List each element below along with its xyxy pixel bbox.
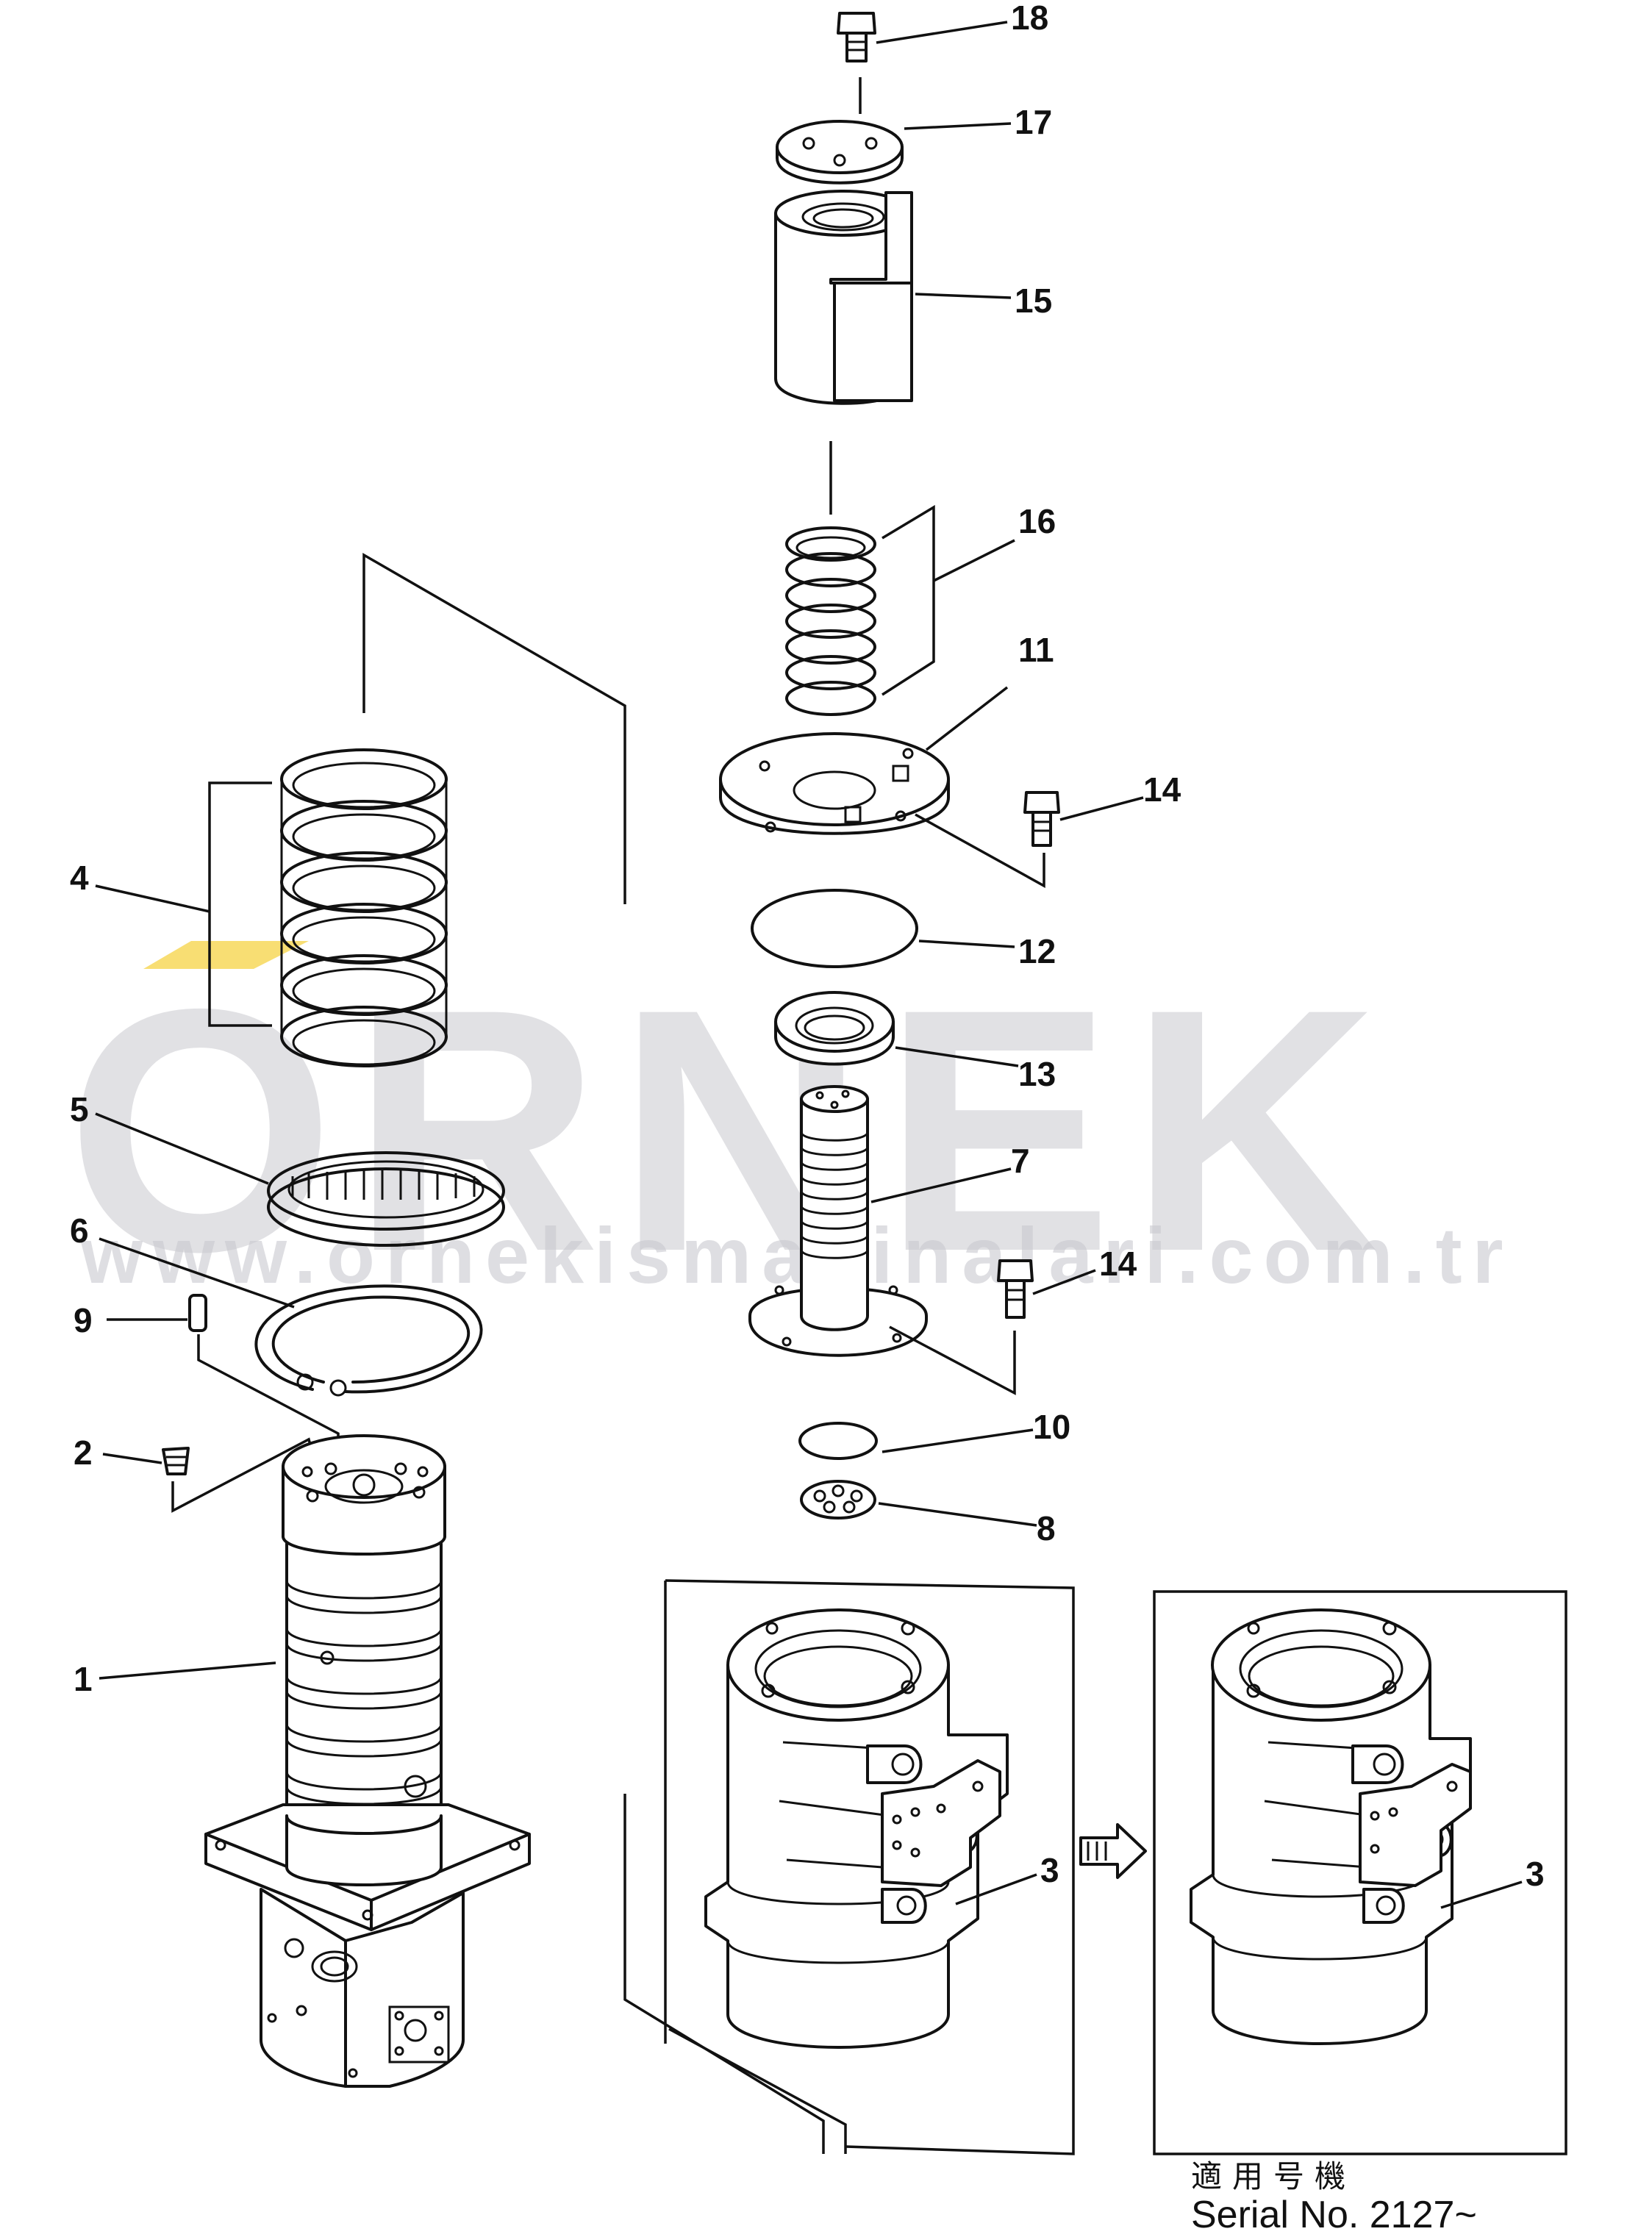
callout-9: 9 [74, 1301, 93, 1339]
oil-seal-part-13 [774, 991, 895, 1066]
leader-14-lower-guide [889, 1325, 1016, 1395]
leader-4 [95, 884, 210, 913]
callout-13: 13 [1018, 1055, 1056, 1093]
pin-part-9 [188, 1294, 207, 1332]
leader-16-bracket [882, 504, 935, 696]
plug-part-2 [162, 1447, 190, 1475]
callout-18: 18 [1011, 0, 1048, 37]
callout-5: 5 [70, 1090, 89, 1128]
strainer-plate-part-8 [800, 1480, 876, 1520]
bolt-part-18 [837, 12, 876, 62]
callout-12: 12 [1018, 932, 1056, 970]
snap-ring-part-6 [254, 1284, 483, 1397]
leader-13 [895, 1046, 1019, 1067]
watermark-accent-chevron [143, 941, 309, 969]
shaft-part-7 [748, 1085, 928, 1357]
callout-1: 1 [74, 1660, 93, 1698]
callout-7: 7 [1011, 1142, 1030, 1180]
leader-8 [878, 1502, 1037, 1527]
callout-6: 6 [70, 1211, 89, 1250]
callout-3-old: 3 [1040, 1851, 1059, 1889]
leader-7 [870, 1167, 1012, 1203]
callout-2: 2 [74, 1434, 93, 1472]
callout-8: 8 [1037, 1509, 1056, 1547]
o-ring-stack-part-16 [785, 526, 876, 716]
swivel-housing-part-3-new [1190, 1608, 1472, 2045]
leader-14-upper [1059, 796, 1144, 821]
callout-15: 15 [1015, 282, 1052, 320]
leader-1 [99, 1661, 276, 1680]
watermark-url: www.ornekismakinalari.com.tr [80, 1211, 1514, 1300]
callout-14-lower: 14 [1099, 1245, 1137, 1283]
callout-16: 16 [1018, 502, 1056, 540]
leader-11 [925, 686, 1009, 751]
seal-ring-stack-part-4 [280, 748, 448, 1067]
leader-6 [99, 1237, 295, 1309]
leader-2 [102, 1453, 162, 1464]
leader-5 [95, 1112, 269, 1185]
watermark-brand: ORNEK [66, 937, 1395, 1323]
callout-4: 4 [70, 859, 89, 897]
bolt-part-14-lower [997, 1259, 1034, 1319]
o-ring-part-10 [798, 1422, 878, 1460]
callout-11: 11 [1018, 631, 1054, 669]
cover-flange-part-11 [719, 732, 950, 835]
cover-plate-part-17 [776, 120, 904, 185]
housing-guide-b [668, 2027, 847, 2154]
bolt-part-14-upper [1023, 791, 1060, 847]
leader-17 [904, 122, 1012, 130]
callout-10: 10 [1033, 1408, 1070, 1446]
o-ring-part-12 [751, 889, 918, 968]
leader-3-new [1440, 1880, 1523, 1909]
leader-12 [918, 939, 1015, 948]
swivel-rotor-part-1 [204, 1434, 531, 2088]
watermark: ORNEK www.ornekismakinalari.com.tr [66, 937, 1514, 1323]
leader-15 [915, 293, 1012, 299]
serial-label: Serial No. 2127~ [1191, 2194, 1477, 2236]
leader-10 [882, 1428, 1034, 1453]
leader-3-old [955, 1873, 1037, 1905]
cover-body-part-15 [774, 190, 913, 405]
leader-14-lower [1032, 1269, 1096, 1295]
callout-14-upper: 14 [1143, 770, 1181, 809]
assembly-guide-line [362, 552, 626, 904]
leader-14-upper-guide [915, 813, 1045, 888]
bearing-ring-part-5 [267, 1151, 505, 1247]
callout-3-new: 3 [1526, 1855, 1545, 1893]
housing-frame-left [665, 1579, 1075, 2155]
leader-18 [876, 21, 1008, 44]
swivel-housing-part-3-old [704, 1608, 1009, 2049]
revision-arrow-icon [1079, 1823, 1147, 1879]
callout-17: 17 [1015, 103, 1052, 141]
housing-frame-right [1153, 1590, 1567, 2155]
serial-label-jp: 適用号機 [1191, 2158, 1356, 2194]
leader-16 [933, 539, 1015, 582]
leader-4-bracket [208, 781, 272, 1027]
